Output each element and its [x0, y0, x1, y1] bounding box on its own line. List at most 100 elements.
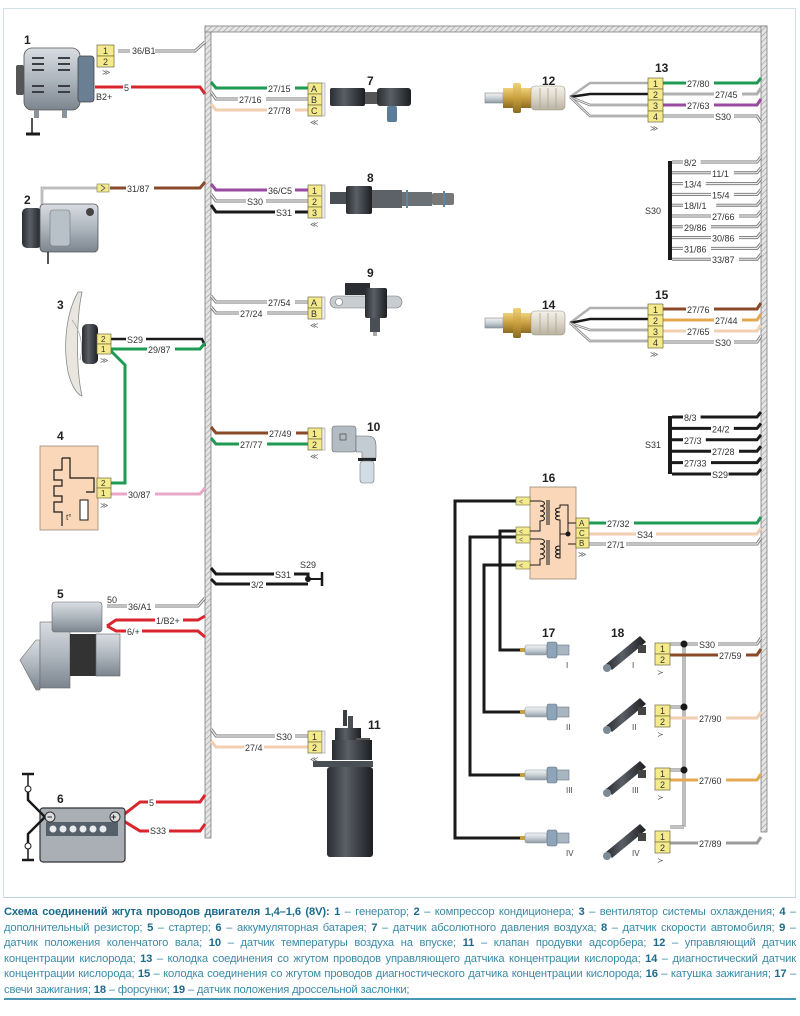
wire-27-90: 27/90	[670, 711, 763, 724]
legend-number: 13	[135, 952, 153, 965]
connector-8[interactable]: 1 2 3 ≪	[307, 184, 326, 229]
injector-connector[interactable]: 12≻	[654, 704, 671, 739]
component-4-resistor[interactable]: 4 t°	[39, 429, 99, 531]
wire-label: 5	[149, 798, 154, 808]
wire-27-54: 27/54	[209, 295, 308, 308]
component-14-diagnostic-oxygen-sensor[interactable]: 14	[484, 298, 566, 338]
caption-bottom-rule	[4, 998, 796, 1000]
connector-7[interactable]: A B C ≪	[307, 82, 326, 127]
connector-symbol-icon: ≻	[657, 668, 664, 677]
legend-text: – форсунки;	[105, 983, 170, 996]
pin-label: A	[311, 298, 317, 308]
wire-label: 27/54	[268, 298, 291, 308]
component-16-ignition-coil[interactable]: 16 < < < <	[515, 471, 577, 580]
wire-label: 36/A1	[128, 602, 152, 612]
connector-10[interactable]: 1 2 ≪	[307, 427, 326, 461]
wire-label: 29/86	[684, 223, 707, 233]
pin-label: A	[579, 519, 585, 528]
connector-15[interactable]: 15 1 2 3 4 ≫	[647, 288, 669, 359]
wire-27-59: 27/59	[670, 648, 763, 661]
connector-13[interactable]: 13 1 2 3 4 ≫	[647, 61, 669, 133]
pin-label: 2	[101, 479, 106, 488]
component-number: 16	[542, 471, 556, 485]
legend-text: – стартер;	[153, 921, 211, 934]
component-12-oxygen-sensor[interactable]: 12	[484, 74, 566, 113]
injector-connector[interactable]: 12≻	[654, 642, 671, 677]
legend-text: – управляющий датчик концентрации кислор…	[4, 937, 797, 965]
connector-9[interactable]: A B ≪	[307, 296, 326, 330]
splice-branch: 15/4	[672, 188, 763, 200]
wire-label: 27/1	[607, 540, 625, 550]
wire-5-generator: 5	[95, 82, 207, 95]
cylinder-label: I	[566, 661, 568, 670]
harness-trunk-left	[204, 27, 212, 839]
legend-number: 19	[169, 983, 185, 996]
component-1-generator[interactable]: 1 B2+	[16, 33, 112, 136]
wire-label: 27/4	[245, 743, 263, 753]
wire-31-87: 31/87	[40, 181, 207, 212]
component-3-cooling-fan[interactable]: 3	[57, 291, 98, 397]
wire-27-32: 27/32	[589, 516, 763, 529]
wire-6-plus: 6/+	[106, 624, 206, 639]
legend-number: 14	[640, 952, 658, 965]
connector-11[interactable]: 1 2 ≪	[307, 730, 326, 764]
legend-text: – клапан продувки адсорбера;	[474, 937, 647, 949]
component-2-ac-compressor[interactable]: 2	[22, 193, 99, 264]
pin-label: 2	[653, 90, 658, 100]
injector-connector[interactable]: 12≻	[654, 767, 671, 802]
wire-label: 36/C5	[268, 186, 292, 196]
component-5-starter[interactable]: 5 50	[19, 587, 121, 691]
wire-label: 27/66	[712, 212, 735, 222]
wire-S31-ground: S31	[209, 567, 310, 580]
wire-label: 33/87	[712, 255, 735, 265]
spark-plug[interactable]: II	[520, 703, 570, 732]
spark-plug[interactable]: III	[520, 766, 573, 795]
pin-label: 1	[660, 832, 665, 842]
connector-symbol-icon: ≪	[310, 452, 318, 461]
component-7-map-sensor[interactable]: 7	[330, 74, 411, 122]
legend-number: 10	[202, 937, 221, 949]
legend-number: 6	[210, 921, 222, 934]
wire-label: 13/4	[684, 180, 702, 190]
component-8-speed-sensor[interactable]: 8	[330, 171, 454, 214]
wire-label: S29	[712, 470, 728, 480]
connector-3[interactable]: 2 1 ≫	[96, 333, 112, 365]
connector-1[interactable]: 1 2 ≫	[96, 44, 115, 77]
injector[interactable]: I12≻	[603, 636, 671, 677]
component-6-battery[interactable]: 6 − +	[22, 772, 126, 863]
wire-label: 27/77	[240, 440, 263, 450]
component-number: 13	[655, 61, 669, 75]
pin-label: C	[311, 106, 318, 116]
connector-4[interactable]: 2 1 ≫	[96, 477, 112, 510]
spark-plug[interactable]: IV	[520, 829, 574, 858]
cylinder-label: III	[566, 786, 573, 795]
wire-27-45: 27/45	[663, 87, 763, 100]
connector-symbol-icon: ≫	[102, 68, 110, 77]
legend-number: 5	[142, 921, 154, 934]
component-9-crankshaft-sensor[interactable]: 9	[329, 266, 403, 336]
caption-divider	[4, 897, 796, 898]
wire-27-60: 27/60	[670, 773, 763, 786]
wire-label: S31	[276, 208, 292, 218]
pin-label: 3	[312, 208, 317, 218]
legend-text: – датчик температуры воздуха на впуске;	[220, 937, 456, 949]
wire-label: S30	[276, 732, 292, 742]
wire-label: 15/4	[712, 190, 730, 200]
connector-16[interactable]: A C B ≫	[575, 517, 590, 559]
component-11-purge-valve[interactable]: 11	[313, 710, 381, 857]
wire-27-77: 27/77	[209, 437, 308, 450]
legend-text: – вентилятор системы охлаждения;	[584, 906, 775, 918]
component-10-intake-air-temp-sensor[interactable]: 10	[331, 420, 381, 484]
wire-27-4: 27/4	[209, 740, 308, 753]
legend-number: 7	[366, 921, 378, 934]
component-number: 17	[542, 626, 556, 640]
wire-label: 27/59	[719, 651, 742, 661]
wire-label: 31/87	[127, 184, 150, 194]
spark-plug[interactable]: I	[520, 641, 570, 670]
injector-connector[interactable]: 12≻	[654, 830, 671, 865]
